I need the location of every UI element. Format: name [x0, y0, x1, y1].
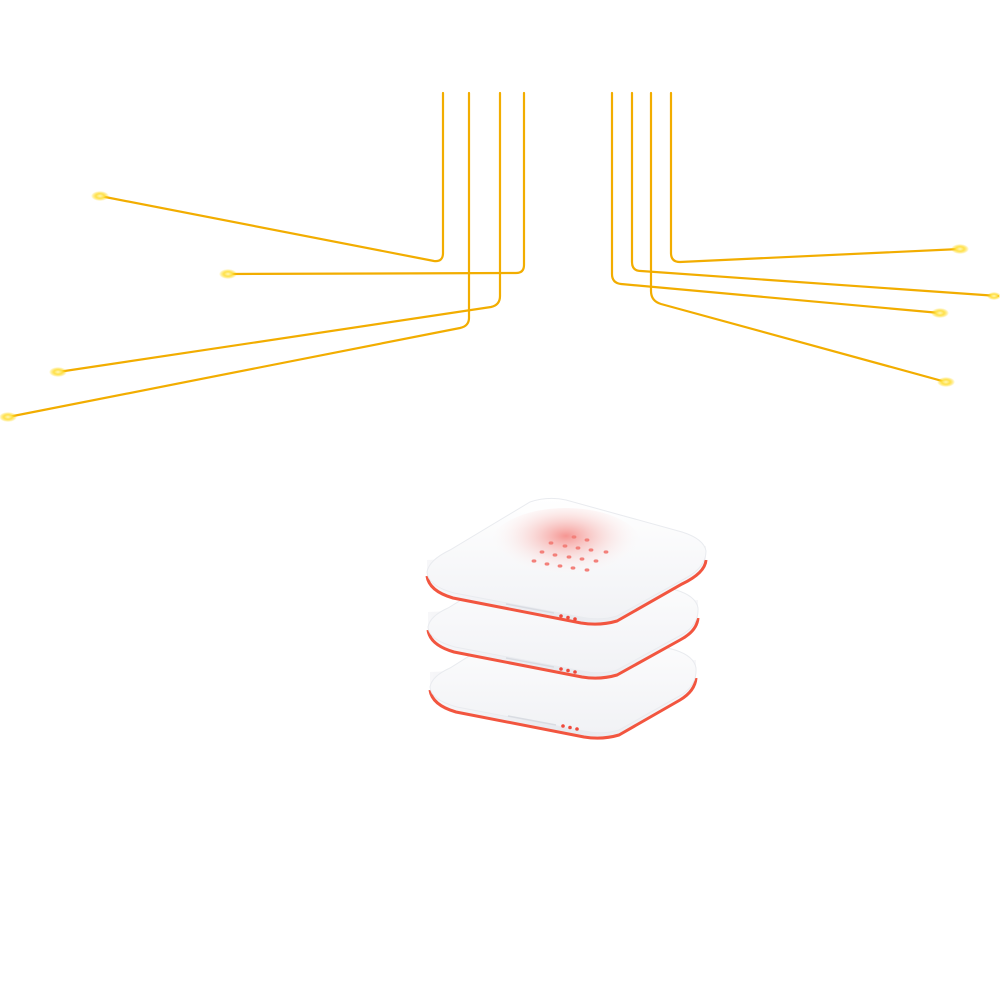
connection-line-icon [649, 91, 948, 384]
surface-dots [531, 535, 609, 572]
connection-line-icon [610, 91, 942, 315]
connection-line-icon [669, 91, 962, 264]
connection-endpoints [0, 191, 1000, 422]
led-indicators [559, 667, 577, 674]
connection-line-icon [226, 91, 526, 276]
router-top [425, 497, 708, 626]
connection-line-icon [630, 91, 1000, 298]
connection-line-icon [98, 91, 445, 263]
data-beam-icon [536, 91, 603, 566]
connection-line-icon [56, 91, 502, 374]
led-indicators [561, 724, 579, 731]
connection-line-icon [6, 91, 471, 419]
connection-lines [6, 91, 1000, 419]
led-indicators [559, 614, 577, 621]
